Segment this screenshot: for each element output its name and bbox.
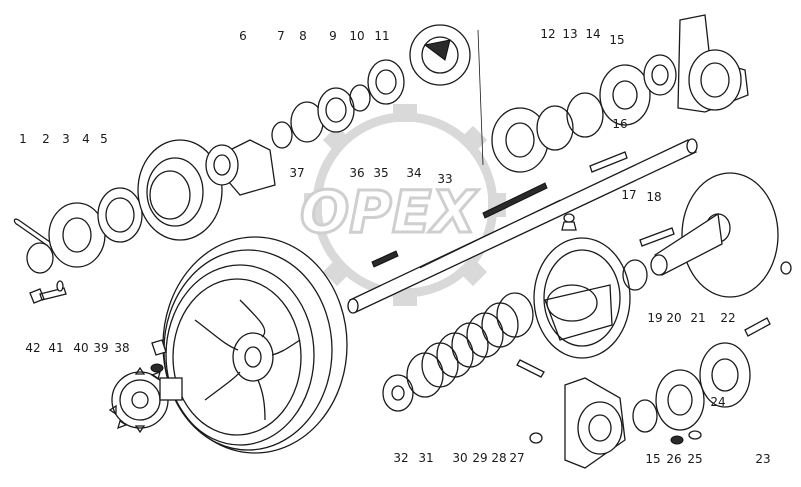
bearing-sprocket-11 bbox=[367, 24, 471, 105]
watermark-text: OPEX bbox=[300, 178, 479, 246]
callout-6: 6 bbox=[239, 29, 247, 43]
callout-21: 21 bbox=[690, 311, 705, 325]
pillow-block-upper bbox=[677, 14, 749, 113]
callout-28: 28 bbox=[491, 451, 506, 465]
pillow-block-lower bbox=[529, 261, 792, 469]
callout-23: 23 bbox=[755, 452, 770, 466]
leader-line bbox=[477, 29, 484, 166]
disc-hub-21 bbox=[650, 172, 779, 298]
callout-5: 5 bbox=[100, 132, 108, 146]
callout-15: 15 bbox=[645, 452, 660, 466]
callout-1: 1 bbox=[19, 132, 27, 146]
left-fasteners bbox=[29, 280, 167, 373]
keys-nipple bbox=[561, 151, 675, 247]
shaft-key-slot bbox=[482, 182, 548, 219]
callout-22: 22 bbox=[720, 311, 735, 325]
flange-bearing-12-14 bbox=[491, 54, 677, 173]
callout-39: 39 bbox=[93, 341, 108, 355]
callout-37: 37 bbox=[289, 166, 304, 180]
callout-14: 14 bbox=[585, 27, 600, 41]
callout-26: 26 bbox=[666, 452, 681, 466]
spring-31 bbox=[382, 292, 545, 412]
shaft-key-slot-lower bbox=[371, 250, 399, 268]
callout-42: 42 bbox=[25, 341, 40, 355]
callout-11: 11 bbox=[374, 29, 389, 43]
callout-31: 31 bbox=[418, 451, 433, 465]
callout-4: 4 bbox=[82, 132, 90, 146]
callout-9: 9 bbox=[329, 29, 337, 43]
watermark-gear-teeth bbox=[304, 104, 506, 306]
callout-17: 17 bbox=[621, 188, 636, 202]
callout-36: 36 bbox=[349, 166, 364, 180]
bearing-4-5 bbox=[97, 139, 223, 243]
callout-41: 41 bbox=[48, 341, 63, 355]
large-pulley bbox=[162, 236, 348, 454]
callout-10: 10 bbox=[349, 29, 364, 43]
callout-7: 7 bbox=[277, 29, 285, 43]
callout-19: 19 bbox=[647, 311, 662, 325]
spoked-wheel-19 bbox=[533, 237, 648, 359]
callout-34: 34 bbox=[406, 166, 421, 180]
callout-27: 27 bbox=[509, 451, 524, 465]
callout-30: 30 bbox=[452, 451, 467, 465]
callout-38: 38 bbox=[114, 341, 129, 355]
callout-12: 12 bbox=[540, 27, 555, 41]
callout-40: 40 bbox=[73, 341, 88, 355]
callout-35: 35 bbox=[373, 166, 388, 180]
callout-15: 15 bbox=[609, 33, 624, 47]
callout-2: 2 bbox=[42, 132, 50, 146]
callout-16: 16 bbox=[612, 117, 627, 131]
callout-20: 20 bbox=[666, 311, 681, 325]
main-shaft bbox=[347, 138, 698, 314]
callout-24: 24 bbox=[710, 395, 725, 409]
flanged-hub-6 bbox=[205, 139, 276, 196]
callout-8: 8 bbox=[299, 29, 307, 43]
watermark: OPEX bbox=[299, 104, 506, 306]
callout-29: 29 bbox=[472, 451, 487, 465]
left-pin-rings bbox=[13, 202, 106, 274]
callout-18: 18 bbox=[646, 190, 661, 204]
callout-33: 33 bbox=[437, 172, 452, 186]
callout-13: 13 bbox=[562, 27, 577, 41]
rings-7-10 bbox=[271, 84, 371, 149]
callout-3: 3 bbox=[62, 132, 70, 146]
callout-32: 32 bbox=[393, 451, 408, 465]
small-sprocket-40 bbox=[108, 366, 183, 434]
callout-25: 25 bbox=[687, 452, 702, 466]
